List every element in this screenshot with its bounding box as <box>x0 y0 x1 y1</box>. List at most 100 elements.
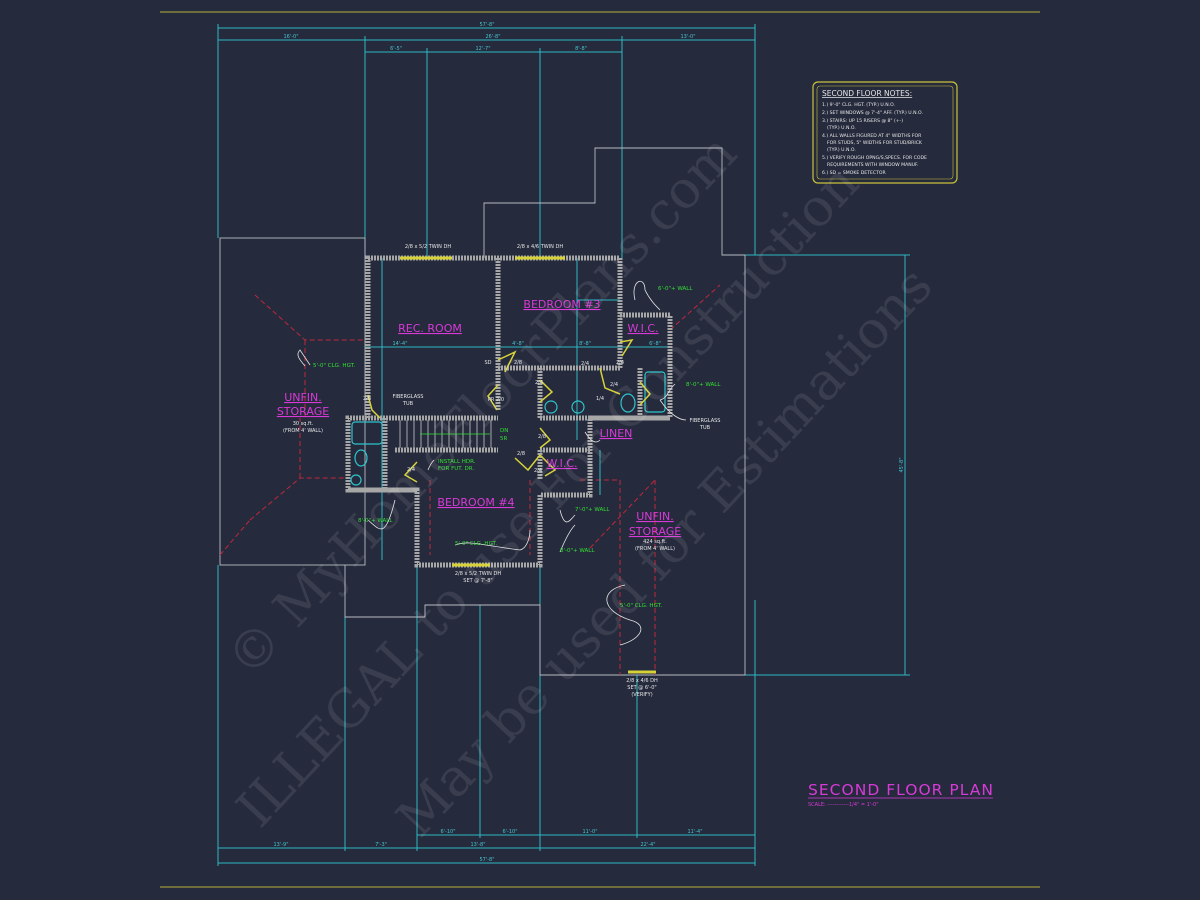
dim-top: 26'-8" <box>485 34 500 40</box>
dim-bottom: 11'-0" <box>582 829 597 835</box>
window-tag: 2/8 x 4/6 TWIN DH <box>517 244 563 250</box>
note-line: 5.) VERIFY ROUGH OPNG/S,SPECS. FOR CODE <box>822 155 927 161</box>
tub-note: TUB <box>402 401 414 407</box>
room-label-linen: LINEN <box>600 427 633 440</box>
door-tag: 2/8 <box>538 434 546 440</box>
storage-left-line1: UNFIN. <box>284 391 322 404</box>
note-line: (TYP.) U.N.O. <box>827 125 856 131</box>
room-label-bedroom-3: BEDROOM #3 <box>523 298 600 311</box>
note-line: (TYP.) U.N.O. <box>827 147 856 153</box>
note-line: REQUIREMENTS WITH WINDOW MANUF. <box>827 162 918 168</box>
door-tag: PR 2/0 <box>488 397 504 403</box>
notes-heading: SECOND FLOOR NOTES: <box>822 89 912 98</box>
dim-top: 13'-0" <box>680 34 695 40</box>
sink-icon <box>544 400 558 414</box>
wall-note: 7'-0"+ WALL <box>575 507 610 513</box>
note-line: 4.) ALL WALLS FIGURED AT 4" WIDTHS FOR <box>822 133 922 139</box>
dim-bottom: 11'-4" <box>687 829 702 835</box>
smoke-detector-tag: SD <box>484 360 491 366</box>
top-dimensions: 57'-8" 16'-0" 26'-8" 13'-0" 6'-5" 12'-7"… <box>217 22 756 258</box>
dim-bed3: 8'-8" <box>579 341 591 347</box>
storage-left-line2: STORAGE <box>277 405 329 418</box>
bathtub-icon <box>351 421 383 445</box>
wall-note: 8'-0"+ WALL <box>560 548 595 554</box>
dim-bottom: 13'-9" <box>273 842 288 848</box>
roof-hip-lines <box>219 284 721 675</box>
wall-note: 8'-0"+ WALL <box>686 382 721 388</box>
dim-bottom: 13'-8" <box>470 842 485 848</box>
drawing-title: SECOND FLOOR PLAN SCALE: ------------1/4… <box>808 781 993 808</box>
room-label-wic: W.I.C. <box>546 457 577 470</box>
door-tag: 2/4 <box>534 468 542 474</box>
door-tag: 2/8 <box>514 360 522 366</box>
window-tag: 2/8 x 5/2 TWIN DH <box>455 571 501 577</box>
storage-right-line2: STORAGE <box>629 525 681 538</box>
door-tag: 2/4 <box>535 380 543 386</box>
note-line: 3.) STAIRS: UP 15 RISERS @ 8" (+-) <box>822 118 903 124</box>
wall-note: 6'-0"+ WALL <box>658 286 693 292</box>
note-line: FOR STUDS, 5" WIDTHS FOR STUD/BRICK <box>827 140 923 146</box>
dim-rec-width: 14'-4" <box>392 341 407 347</box>
dim-bottom: 22'-4" <box>640 842 655 848</box>
window-tag: 2/8 x 5/2 TWIN DH <box>405 244 451 250</box>
bath-fixtures <box>350 371 666 486</box>
dim-top: 16'-0" <box>283 34 298 40</box>
dim-top: 8'-8" <box>575 46 587 52</box>
bathtub-icon <box>644 371 666 413</box>
dim-right-overall: 45'-8" <box>899 457 905 472</box>
sink-icon <box>350 474 362 486</box>
ceiling-note: 5'-0" CLG. HGT. <box>620 603 662 609</box>
watermark: © MyHomeFloorPlans.com ILLEGAL to use Fo… <box>216 123 945 848</box>
dim-top: 6'-5" <box>390 46 402 52</box>
note-line: 6.) SD = SMOKE DETECTOR <box>822 170 887 176</box>
tub-note: TUB <box>699 425 711 431</box>
door-tag: 1/4 <box>596 396 604 402</box>
room-label-rec-room: REC. ROOM <box>398 322 462 335</box>
dim-bed3: 4'-8" <box>512 341 524 347</box>
roof-outline <box>219 147 746 676</box>
door-swings <box>367 338 651 483</box>
header-note: FOR FUT. DR. <box>438 466 474 472</box>
ceiling-note: 5'-0" CLG. HGT. <box>455 541 497 547</box>
window-tag: SET @ 6'-0" <box>627 685 656 691</box>
window-tag: 2/8 x 4/6 DH <box>626 678 658 684</box>
header-note: INSTALL HDR. <box>438 459 476 465</box>
dim-top: 12'-7" <box>475 46 490 52</box>
room-labels: REC. ROOM BEDROOM #3 W.I.C. LINEN W.I.C.… <box>277 298 681 552</box>
storage-right-area: 424 sq.ft. <box>643 539 667 545</box>
staircase <box>399 420 492 448</box>
window-tag: SET @ 7'-8" <box>463 578 492 584</box>
door-tag: 2/8 <box>363 396 371 402</box>
door-tag: 2/4 <box>610 382 618 388</box>
walls <box>345 255 673 568</box>
dim-top-overall: 57'-8" <box>479 22 494 28</box>
room-label-wic: W.I.C. <box>627 322 658 335</box>
tub-note: FIBERGLASS <box>690 418 721 424</box>
ceiling-note: 5'-0" CLG. HGT. <box>313 363 355 369</box>
dim-bottom: 6'-10" <box>440 829 455 835</box>
dim-bottom: 7'-3" <box>375 842 387 848</box>
tub-note: FIBERGLASS <box>393 394 424 400</box>
note-line: 2.) SET WINDOWS @ 7'-4" AFF. (TYP.) U.N.… <box>822 110 923 116</box>
leader-lines <box>297 280 687 646</box>
note-line: 1.) 9'-0" CLG. HGT. (TYP.) U.N.O. <box>822 102 895 108</box>
door-tag: 2/4 <box>581 361 589 367</box>
windows <box>400 256 656 674</box>
door-tag: 2/4 <box>407 467 415 473</box>
annotations: 6'-0"+ WALL 8'-0"+ WALL 8'-0"+ WALL 7'-0… <box>313 286 721 609</box>
door-tag: 2/8 <box>517 451 525 457</box>
wall-note: 8'-0"+ WALL <box>358 518 393 524</box>
window-tags: 2/8 x 5/2 TWIN DH 2/8 x 4/6 TWIN DH 2/8 … <box>405 244 658 698</box>
dim-wic: 6'-8" <box>649 341 661 347</box>
second-floor-notes: SECOND FLOOR NOTES: 1.) 9'-0" CLG. HGT. … <box>812 81 958 184</box>
sink-icon <box>571 400 585 414</box>
dim-bottom: 6'-10" <box>502 829 517 835</box>
stair-dn: DN <box>500 428 508 434</box>
toilet-icon <box>620 393 636 413</box>
door-tag: 2/4 <box>616 360 624 366</box>
title-text: SECOND FLOOR PLAN <box>808 781 993 799</box>
room-label-bedroom-4: BEDROOM #4 <box>437 496 514 509</box>
right-dimension: 45'-8" <box>745 254 910 676</box>
storage-left-note: (FROM 4' WALL) <box>283 428 323 434</box>
